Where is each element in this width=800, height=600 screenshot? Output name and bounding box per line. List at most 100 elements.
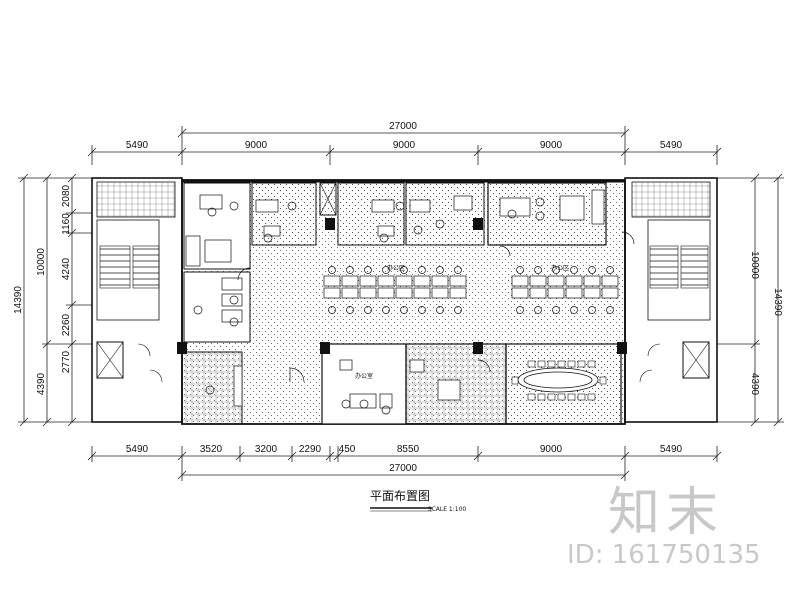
left-dimension-3: 4240 [61, 257, 72, 280]
bottom-overall-dimension: 27000 [389, 463, 417, 474]
workstation-chair [436, 306, 444, 314]
workstation-desk [221, 293, 243, 307]
workstation-chair [346, 266, 354, 274]
workstation-chair [552, 266, 560, 274]
workstation-chair [570, 306, 578, 314]
office-furniture [185, 189, 605, 409]
bottom-dimension-2: 3520 [200, 444, 223, 455]
workstation-chair [454, 306, 462, 314]
right-overall-dimension: 14390 [772, 288, 783, 316]
drawing-title: 平面布置图 [370, 489, 430, 503]
room-label-office-room: 办公室 [355, 372, 373, 380]
left-dimension-4: 2260 [61, 313, 72, 336]
room-label-general-office-1: 办公区 [387, 264, 405, 272]
workstation-chair [570, 266, 578, 274]
top-rooms [183, 182, 607, 343]
workstation-chair [382, 306, 390, 314]
conference-chair [527, 360, 536, 368]
workstation-chair [418, 306, 426, 314]
right-dimension-chain [717, 173, 784, 427]
workstation-desk [377, 275, 395, 287]
workstation-chair [588, 266, 596, 274]
workstation-desk [377, 287, 395, 299]
bottom-dimension-7: 9000 [540, 444, 563, 455]
conference-chair [577, 393, 586, 401]
workstation-desk [359, 275, 377, 287]
workstation-desk [413, 275, 431, 287]
conference-chairs [511, 360, 607, 401]
office-chairs [193, 197, 545, 415]
workstation-chair [436, 266, 444, 274]
conference-chair [537, 393, 546, 401]
doors [237, 231, 635, 383]
workstation-desk [547, 287, 565, 299]
workstation-chair [364, 306, 372, 314]
workstation-desk [511, 287, 529, 299]
workstation-chair [400, 266, 408, 274]
right-lower-dimension: 4390 [749, 373, 760, 396]
left-dimension-1: 2080 [61, 184, 72, 207]
workstation-desk [529, 287, 547, 299]
bottom-dimension-3: 3200 [255, 444, 278, 455]
room-label-general-office-2: 办公区 [551, 264, 569, 272]
conference-chair [587, 393, 596, 401]
drawing-scale: SCALE 1:100 [428, 506, 467, 513]
structural-columns [177, 182, 627, 354]
conference-chair [511, 376, 519, 385]
bottom-dimension-chain [87, 446, 722, 481]
workstation-chair [328, 306, 336, 314]
workstation-chair [552, 306, 560, 314]
left-overall-dimension: 14390 [13, 286, 24, 314]
workstation-desk [601, 287, 619, 299]
workstation-desk [323, 287, 341, 299]
left-wing-core [96, 181, 176, 383]
workstation-desk [449, 287, 467, 299]
workstation-desk [565, 275, 583, 287]
top-dimension-5: 5490 [660, 140, 683, 151]
workstation-chair [516, 266, 524, 274]
workstation-chair [588, 306, 596, 314]
workstation-desk [341, 287, 359, 299]
workstation-desk [323, 275, 341, 287]
workstation-chair [606, 306, 614, 314]
workstation-desk [341, 275, 359, 287]
top-overall-dimension: 27000 [389, 121, 417, 132]
workstation-chair [454, 266, 462, 274]
workstation-chair [606, 266, 614, 274]
bottom-dimension-5: 450 [339, 444, 356, 455]
workstation-desk [529, 275, 547, 287]
bottom-dimension-4: 2290 [299, 444, 322, 455]
left-dimension-2: 1160 [61, 213, 72, 235]
workstation-desk [547, 275, 565, 287]
workstation-chair [364, 266, 372, 274]
workstation-chair [516, 306, 524, 314]
conference-chair [567, 360, 576, 368]
workstation-chair [534, 306, 542, 314]
workstation-desk [565, 287, 583, 299]
conference-chair [537, 360, 546, 368]
left-subtotal-dimension: 10000 [36, 248, 47, 276]
watermark-logo: 知末 [608, 483, 725, 543]
workstation-desk [511, 275, 529, 287]
top-dimension-2: 9000 [245, 140, 268, 151]
conference-chair [599, 376, 607, 385]
bottom-dimension-1: 5490 [126, 444, 149, 455]
bottom-dimension-8: 5490 [660, 444, 683, 455]
title-underline [370, 507, 432, 512]
workstation-chair [418, 266, 426, 274]
workstation-chair [400, 306, 408, 314]
workstation-chair [382, 266, 390, 274]
right-wing-core [631, 181, 711, 383]
workstation-desk [431, 287, 449, 299]
conference-table [517, 367, 599, 393]
conference-chair [557, 393, 566, 401]
right-subtotal-dimension: 10000 [749, 251, 760, 279]
bottom-dimension-6: 8550 [397, 444, 420, 455]
workstation-desk [601, 275, 619, 287]
top-dimension-chain [87, 126, 722, 165]
workstation-desk [431, 275, 449, 287]
watermark-id: ID: 161750135 [567, 540, 761, 570]
left-dimension-5: 2770 [61, 350, 72, 373]
conference-chair [557, 360, 566, 368]
